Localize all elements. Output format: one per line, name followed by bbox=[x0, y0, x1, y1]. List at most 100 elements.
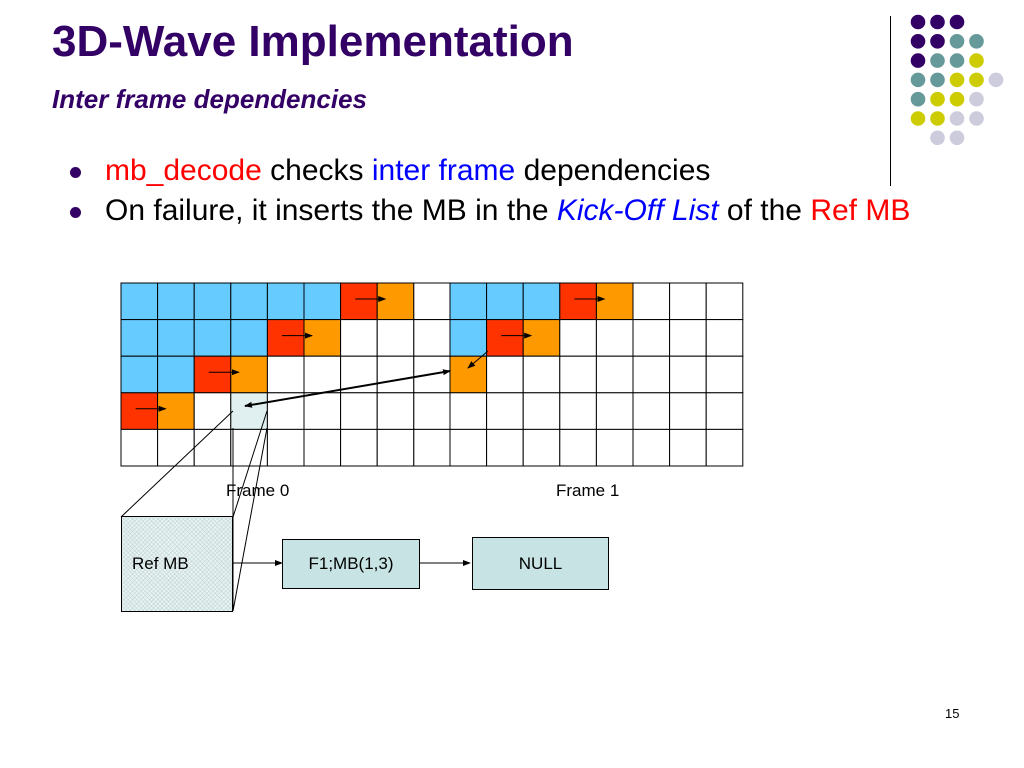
mb-cell-empty bbox=[559, 355, 597, 394]
mb-cell-empty bbox=[266, 355, 305, 394]
frame-1-label: Frame 1 bbox=[556, 481, 620, 500]
mb-cell-empty bbox=[340, 428, 378, 467]
mb-cell-empty bbox=[669, 282, 707, 321]
mb-cell-empty bbox=[376, 319, 415, 357]
bullet-text-run: On failure, it inserts the MB in the bbox=[105, 194, 557, 227]
mb-cell-empty bbox=[669, 319, 707, 357]
mb-cell-empty bbox=[705, 319, 744, 357]
mb-cell-empty bbox=[303, 428, 342, 467]
mb-cell-waiting bbox=[303, 319, 342, 357]
mb-cell-empty bbox=[376, 392, 415, 430]
bullet-dot-icon bbox=[70, 167, 81, 178]
dependency-arrow bbox=[244, 369, 451, 408]
decor-dot-purple bbox=[930, 14, 945, 30]
mb-cell-waiting bbox=[595, 282, 634, 321]
mb-cell-empty bbox=[595, 428, 634, 467]
mb-cell-empty bbox=[632, 319, 671, 357]
page-number: 15 bbox=[945, 706, 960, 721]
mb-cell-done bbox=[486, 282, 524, 321]
bullet-text-run: mb_decode bbox=[105, 154, 262, 187]
mb-cell-empty bbox=[559, 319, 597, 357]
decor-dot-purple bbox=[910, 14, 926, 30]
kickoff-entry-label: F1;MB(1,3) bbox=[308, 554, 394, 573]
mb-cell-empty bbox=[595, 392, 634, 430]
mb-cell-empty bbox=[486, 355, 524, 394]
decor-dot-yellow bbox=[949, 91, 965, 107]
decor-dot-yellow bbox=[969, 72, 984, 88]
ref-mb-zoom-line bbox=[232, 410, 268, 518]
decor-dot-yellow bbox=[930, 111, 945, 126]
decor-dot-yellow bbox=[949, 72, 965, 88]
mb-cell-empty bbox=[669, 355, 707, 394]
bullet-text-run: Kick-Off List bbox=[556, 194, 719, 227]
mb-cell-empty bbox=[120, 428, 159, 467]
mb-cell-empty bbox=[449, 428, 488, 467]
mb-cell-empty bbox=[303, 355, 342, 394]
bullet-text: On failure, it inserts the MB in the Kic… bbox=[105, 194, 910, 227]
mb-cell-empty bbox=[193, 392, 232, 430]
bullet-dot-icon bbox=[70, 207, 81, 218]
ref-mb-box: Ref MB bbox=[121, 516, 233, 612]
mb-cell-decoding bbox=[120, 392, 159, 430]
decor-dot-teal bbox=[930, 53, 945, 68]
mb-cell-empty bbox=[413, 319, 451, 357]
mb-cell-waiting bbox=[230, 355, 268, 394]
decor-dot-lavender bbox=[969, 91, 984, 107]
bullet-list: mb_decode checks inter frame dependencie… bbox=[70, 153, 980, 233]
slide-title: 3D-Wave Implementation bbox=[52, 17, 574, 66]
mb-cell-empty bbox=[449, 392, 488, 430]
mb-cell-empty bbox=[340, 392, 378, 430]
kickoff-null-box: NULL bbox=[472, 537, 609, 590]
mb-cell-empty bbox=[705, 355, 744, 394]
mb-cell-empty bbox=[669, 428, 707, 467]
decor-dot-lavender bbox=[930, 130, 945, 146]
mb-cell-waiting bbox=[522, 319, 561, 357]
mb-cell-empty bbox=[486, 428, 524, 467]
mb-cell-empty bbox=[230, 428, 268, 467]
mb-cell-empty bbox=[669, 392, 707, 430]
frame-0-label: Frame 0 bbox=[226, 481, 290, 500]
kickoff-null-label: NULL bbox=[518, 553, 563, 573]
mb-cell-done bbox=[449, 282, 488, 321]
mb-cell-empty bbox=[522, 392, 561, 430]
mb-cell-empty bbox=[376, 428, 415, 467]
decor-dot-teal bbox=[910, 72, 926, 88]
mb-cell-empty bbox=[705, 282, 744, 321]
bullet-text-run: inter frame bbox=[371, 154, 516, 187]
bullet-text-run: of the bbox=[718, 194, 811, 227]
bullet-text-run: Ref MB bbox=[810, 194, 911, 227]
mb-cell-empty bbox=[266, 428, 305, 467]
mb-cell-empty bbox=[413, 392, 451, 430]
mb-cell-empty bbox=[632, 392, 671, 430]
mb-cell-done bbox=[230, 319, 268, 357]
decor-dot-lavender bbox=[969, 111, 984, 126]
mb-cell-done bbox=[120, 355, 159, 394]
bullet-item: mb_decode checks inter frame dependencie… bbox=[70, 153, 980, 189]
mb-cell-empty bbox=[595, 355, 634, 394]
decor-dot-teal bbox=[930, 72, 945, 88]
decor-dot-teal bbox=[949, 53, 965, 68]
mb-cell-empty bbox=[559, 392, 597, 430]
mb-cell-done bbox=[230, 282, 268, 321]
mb-cell-done bbox=[193, 319, 232, 357]
mb-cell-done bbox=[120, 282, 159, 321]
mb-cell-done bbox=[266, 282, 305, 321]
mb-cell-decoding bbox=[193, 355, 232, 394]
decor-dot-lavender bbox=[949, 130, 965, 146]
ref-mb-label: Ref MB bbox=[132, 554, 189, 573]
mb-cell-empty bbox=[705, 392, 744, 430]
mb-cell-decoding bbox=[559, 282, 597, 321]
decor-dot-purple bbox=[949, 14, 965, 30]
mb-cell-empty bbox=[303, 392, 342, 430]
slide-subtitle: Inter frame dependencies bbox=[52, 84, 367, 114]
mb-cell-waiting bbox=[449, 355, 488, 394]
mb-cell-empty bbox=[193, 428, 232, 467]
bullet-item: On failure, it inserts the MB in the Kic… bbox=[70, 193, 980, 229]
mb-cell-done bbox=[522, 282, 561, 321]
mb-cell-empty bbox=[632, 428, 671, 467]
mb-cell-empty bbox=[340, 319, 378, 357]
decor-dot-teal bbox=[949, 34, 965, 49]
mb-cell-empty bbox=[705, 428, 744, 467]
dependency-arrow bbox=[467, 350, 489, 369]
